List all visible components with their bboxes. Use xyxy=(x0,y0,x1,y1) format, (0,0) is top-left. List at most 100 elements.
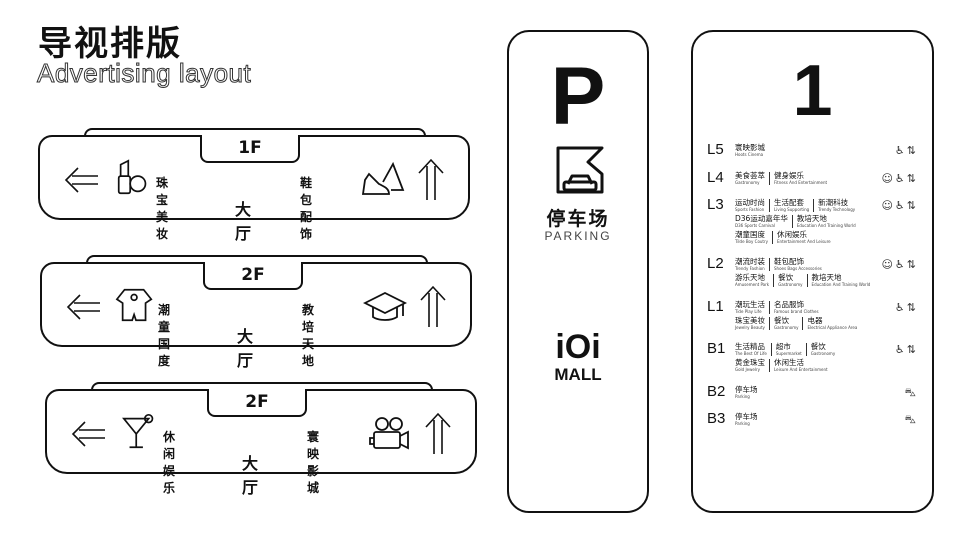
store-name-cn: 生活配套 xyxy=(774,198,804,207)
movie-camera-icon xyxy=(369,417,409,450)
floor-facilities: ☺♿⇅ xyxy=(881,258,918,271)
sign-top-bar xyxy=(84,128,426,138)
parking-sign: P 停车场 PARKING iOi MALL xyxy=(507,30,649,513)
store-name-cn: 健身娱乐 xyxy=(774,171,804,180)
elevator-icon: ⇅ xyxy=(906,144,918,157)
baby-clothes-icon xyxy=(115,288,153,322)
left-destination: 潮童国度 xyxy=(158,303,171,368)
page-title: 导视排版 xyxy=(38,24,182,64)
brand-sub: MALL xyxy=(554,365,602,384)
store-name-cn: 潮玩生活 xyxy=(735,300,765,309)
store-name-cn: 超市 xyxy=(775,342,791,351)
store-name-en: Gastronomy xyxy=(778,281,803,287)
store-name-en: Hoots Cinema xyxy=(735,151,764,157)
parking-en: PARKING xyxy=(544,229,612,243)
store-name-en: Shoes Bags Accessories xyxy=(774,265,822,271)
right-destination: 鞋包配饰 xyxy=(300,176,313,241)
store-name-en: Living Supporting xyxy=(774,206,810,212)
store-name-cn: 餐饮 xyxy=(774,316,789,325)
hall-label: 大厅 xyxy=(235,200,252,243)
floor-label: B2 xyxy=(707,383,726,400)
store-name-en: Entertainment And Leisure xyxy=(777,238,831,244)
parking-icon xyxy=(556,146,604,194)
cocktail-icon xyxy=(122,413,154,449)
restroom-icon: ♿ xyxy=(894,258,907,271)
floor-facilities: ♿⇅ xyxy=(895,144,918,157)
sign-top-bar xyxy=(91,382,433,392)
store-name-en: Education And Training World xyxy=(811,281,871,287)
store-name-cn: 黄金珠宝 xyxy=(735,358,765,367)
floor-label: L4 xyxy=(707,169,724,186)
store-name-en: Gold Jewelry xyxy=(735,366,760,372)
floor-label: L3 xyxy=(707,196,724,213)
restroom-icon: ♿ xyxy=(894,172,907,185)
store-name-cn: 潮童国度 xyxy=(735,230,765,239)
elevator-icon: ⇅ xyxy=(906,343,918,356)
store-name-cn: 寰映影城 xyxy=(735,143,765,152)
floor-label: L2 xyxy=(707,255,724,272)
directory-number: 1 xyxy=(792,51,833,131)
store-name-en: Amusement Park xyxy=(735,281,770,287)
mother-baby-icon: ☺ xyxy=(881,258,895,271)
parking-letter: P xyxy=(550,51,606,142)
parking-car-icon: ⛍ xyxy=(904,413,918,426)
store-name-cn: 餐饮 xyxy=(810,342,826,351)
right-destination: 寰映影城 xyxy=(307,430,320,495)
floor-tab: 2F xyxy=(207,389,307,417)
store-name-en: Trendy Fashion xyxy=(735,265,765,271)
floor-facilities: ☺♿⇅ xyxy=(881,172,918,185)
store-name-en: Parking xyxy=(735,420,750,426)
store-name-en: Gastronomy xyxy=(735,179,760,185)
floor-facilities: ♿⇅ xyxy=(895,343,918,356)
restroom-icon: ♿ xyxy=(894,343,907,356)
store-name-cn: 美食荟萃 xyxy=(735,171,765,180)
hall-label: 大厅 xyxy=(242,454,259,497)
store-name-cn: 名品服饰 xyxy=(774,300,804,309)
restroom-icon: ♿ xyxy=(894,144,907,157)
left-destination: 休闲娱乐 xyxy=(163,430,176,495)
store-name-cn: 餐饮 xyxy=(778,273,794,282)
mother-baby-icon: ☺ xyxy=(881,172,895,185)
store-name-en: The Best Of Life xyxy=(735,350,767,356)
store-name-en: Fitness And Entertainment xyxy=(774,179,828,185)
store-name-cn: 鞋包配饰 xyxy=(774,257,804,266)
floor-label: B3 xyxy=(707,410,726,427)
store-name-cn: 休闲娱乐 xyxy=(777,230,807,239)
left-arrow-icon xyxy=(64,167,98,193)
elevator-icon: ⇅ xyxy=(906,199,918,212)
store-name-en: Gastronomy xyxy=(774,324,799,330)
